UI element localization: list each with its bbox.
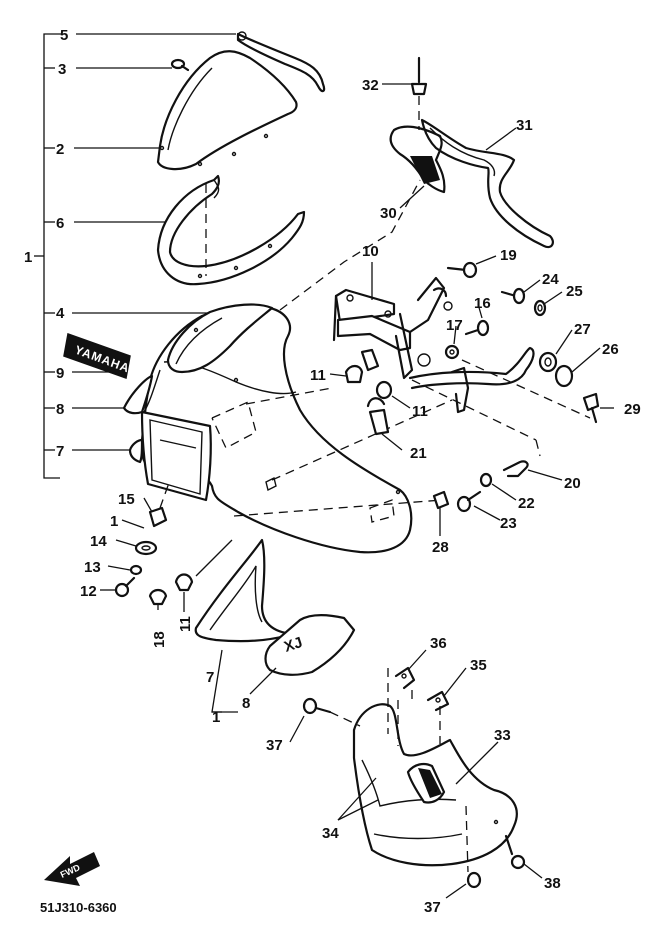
callout-31: 31: [516, 117, 533, 134]
windscreen: [156, 50, 298, 171]
callout-6: 6: [56, 215, 64, 232]
clip-part-18: [148, 588, 168, 606]
callout-4: 4: [56, 305, 65, 322]
callout-22: 22: [518, 495, 535, 512]
mirror-cover-part-30: [389, 125, 446, 194]
panel-text: XJ: [282, 634, 305, 656]
callout-30: 30: [380, 205, 397, 222]
callout-10: 10: [362, 243, 379, 260]
callout-11-a: 11: [310, 367, 326, 384]
callout-9: 9: [56, 365, 64, 382]
assembly-bracket-upper: [34, 33, 62, 479]
callout-7-b: 7: [206, 669, 214, 686]
callout-15: 15: [118, 491, 135, 508]
callout-19: 19: [500, 247, 517, 264]
bolt-part-19: [446, 261, 478, 279]
callout-12: 12: [80, 583, 97, 600]
callout-3: 3: [58, 61, 66, 78]
callout-1-c: 1: [212, 709, 220, 726]
washer-part-13: [129, 564, 143, 576]
callout-24: 24: [542, 271, 559, 288]
callout-20: 20: [564, 475, 581, 492]
callout-37-b: 37: [424, 899, 441, 916]
washer-part-25: [533, 299, 547, 317]
collar-part-27: [538, 351, 558, 373]
screw-part-12: [114, 576, 136, 598]
callout-1-a: 1: [24, 249, 32, 266]
callout-14: 14: [90, 533, 107, 550]
bolt-part-37-b: [465, 805, 482, 889]
callout-35: 35: [470, 657, 487, 674]
screw-part-29: [582, 392, 614, 424]
callout-11-b: 11: [412, 403, 428, 420]
bolt-part-37-a: [302, 697, 361, 727]
stay-part-20: [502, 460, 529, 478]
callout-18: 18: [151, 631, 168, 648]
chin-spoiler: [352, 668, 518, 867]
callout-37-a: 37: [266, 737, 283, 754]
grommet-part-11-b: [375, 380, 393, 400]
callout-27: 27: [574, 321, 591, 338]
windscreen-seal-strip: [236, 32, 326, 93]
callout-8-b: 8: [242, 695, 250, 712]
callout-13: 13: [84, 559, 101, 576]
mirror-seal-part-31: [420, 118, 554, 249]
washer-part-22: [479, 472, 493, 488]
callout-1-b: 1: [110, 513, 118, 530]
assembly-bracket-lower: [211, 649, 277, 713]
lower-leaders: [157, 592, 499, 899]
damper-part-21: [366, 397, 390, 436]
bolt-part-16: [464, 319, 490, 337]
screw-part-38: [504, 834, 543, 879]
callout-11-c: 11: [177, 616, 194, 632]
collar-part-26: [554, 364, 574, 388]
headlight-aperture: [140, 410, 212, 502]
right-leaders: [100, 83, 601, 591]
callout-17: 17: [446, 317, 463, 334]
bracket-part-35: [426, 690, 450, 712]
lower-side-panel-8: [264, 614, 356, 676]
callout-5: 5: [60, 27, 68, 44]
callout-28: 28: [432, 539, 449, 556]
callout-36: 36: [430, 635, 447, 652]
callout-34: 34: [322, 825, 339, 842]
grommet-part-11-c: [174, 539, 233, 592]
bolt-part-24: [500, 287, 526, 305]
callout-23: 23: [500, 515, 517, 532]
nut-part-17: [444, 344, 460, 360]
bracket-part-36: [394, 666, 416, 690]
callout-2: 2: [56, 141, 64, 158]
callout-26: 26: [602, 341, 619, 358]
collar-part-14: [134, 540, 158, 556]
cushion-part-15: [148, 479, 171, 528]
callout-32: 32: [362, 77, 379, 94]
callout-16: 16: [474, 295, 491, 312]
callout-33: 33: [494, 727, 511, 744]
grommet-part-11-a: [344, 364, 364, 384]
callout-8-a: 8: [56, 401, 64, 418]
callout-numbers: 1 2 3 4 5 6 7 8 9 10 11 11 11 12 13 14 1…: [24, 27, 641, 916]
forward-arrow-icon: FWD: [44, 852, 100, 886]
callout-21: 21: [410, 445, 427, 462]
cowl-side-piece-8: [122, 374, 154, 415]
callout-7-a: 7: [56, 443, 64, 460]
diagram-code: 51J310-6360: [40, 900, 117, 915]
lower-side-panel-7: [194, 538, 294, 643]
screw-part-3: [170, 58, 190, 72]
mirror-stay-arm: [408, 346, 535, 390]
cowling-stay-bracket: [332, 262, 453, 380]
callout-25: 25: [566, 283, 583, 300]
nut-part-28: [432, 490, 450, 510]
callout-29: 29: [624, 401, 641, 418]
windscreen-inner-frame: [156, 174, 306, 286]
pin-part-32: [410, 56, 428, 130]
bolt-part-23: [456, 490, 482, 513]
cowl-side-piece-7: [128, 438, 144, 464]
callout-38: 38: [544, 875, 561, 892]
